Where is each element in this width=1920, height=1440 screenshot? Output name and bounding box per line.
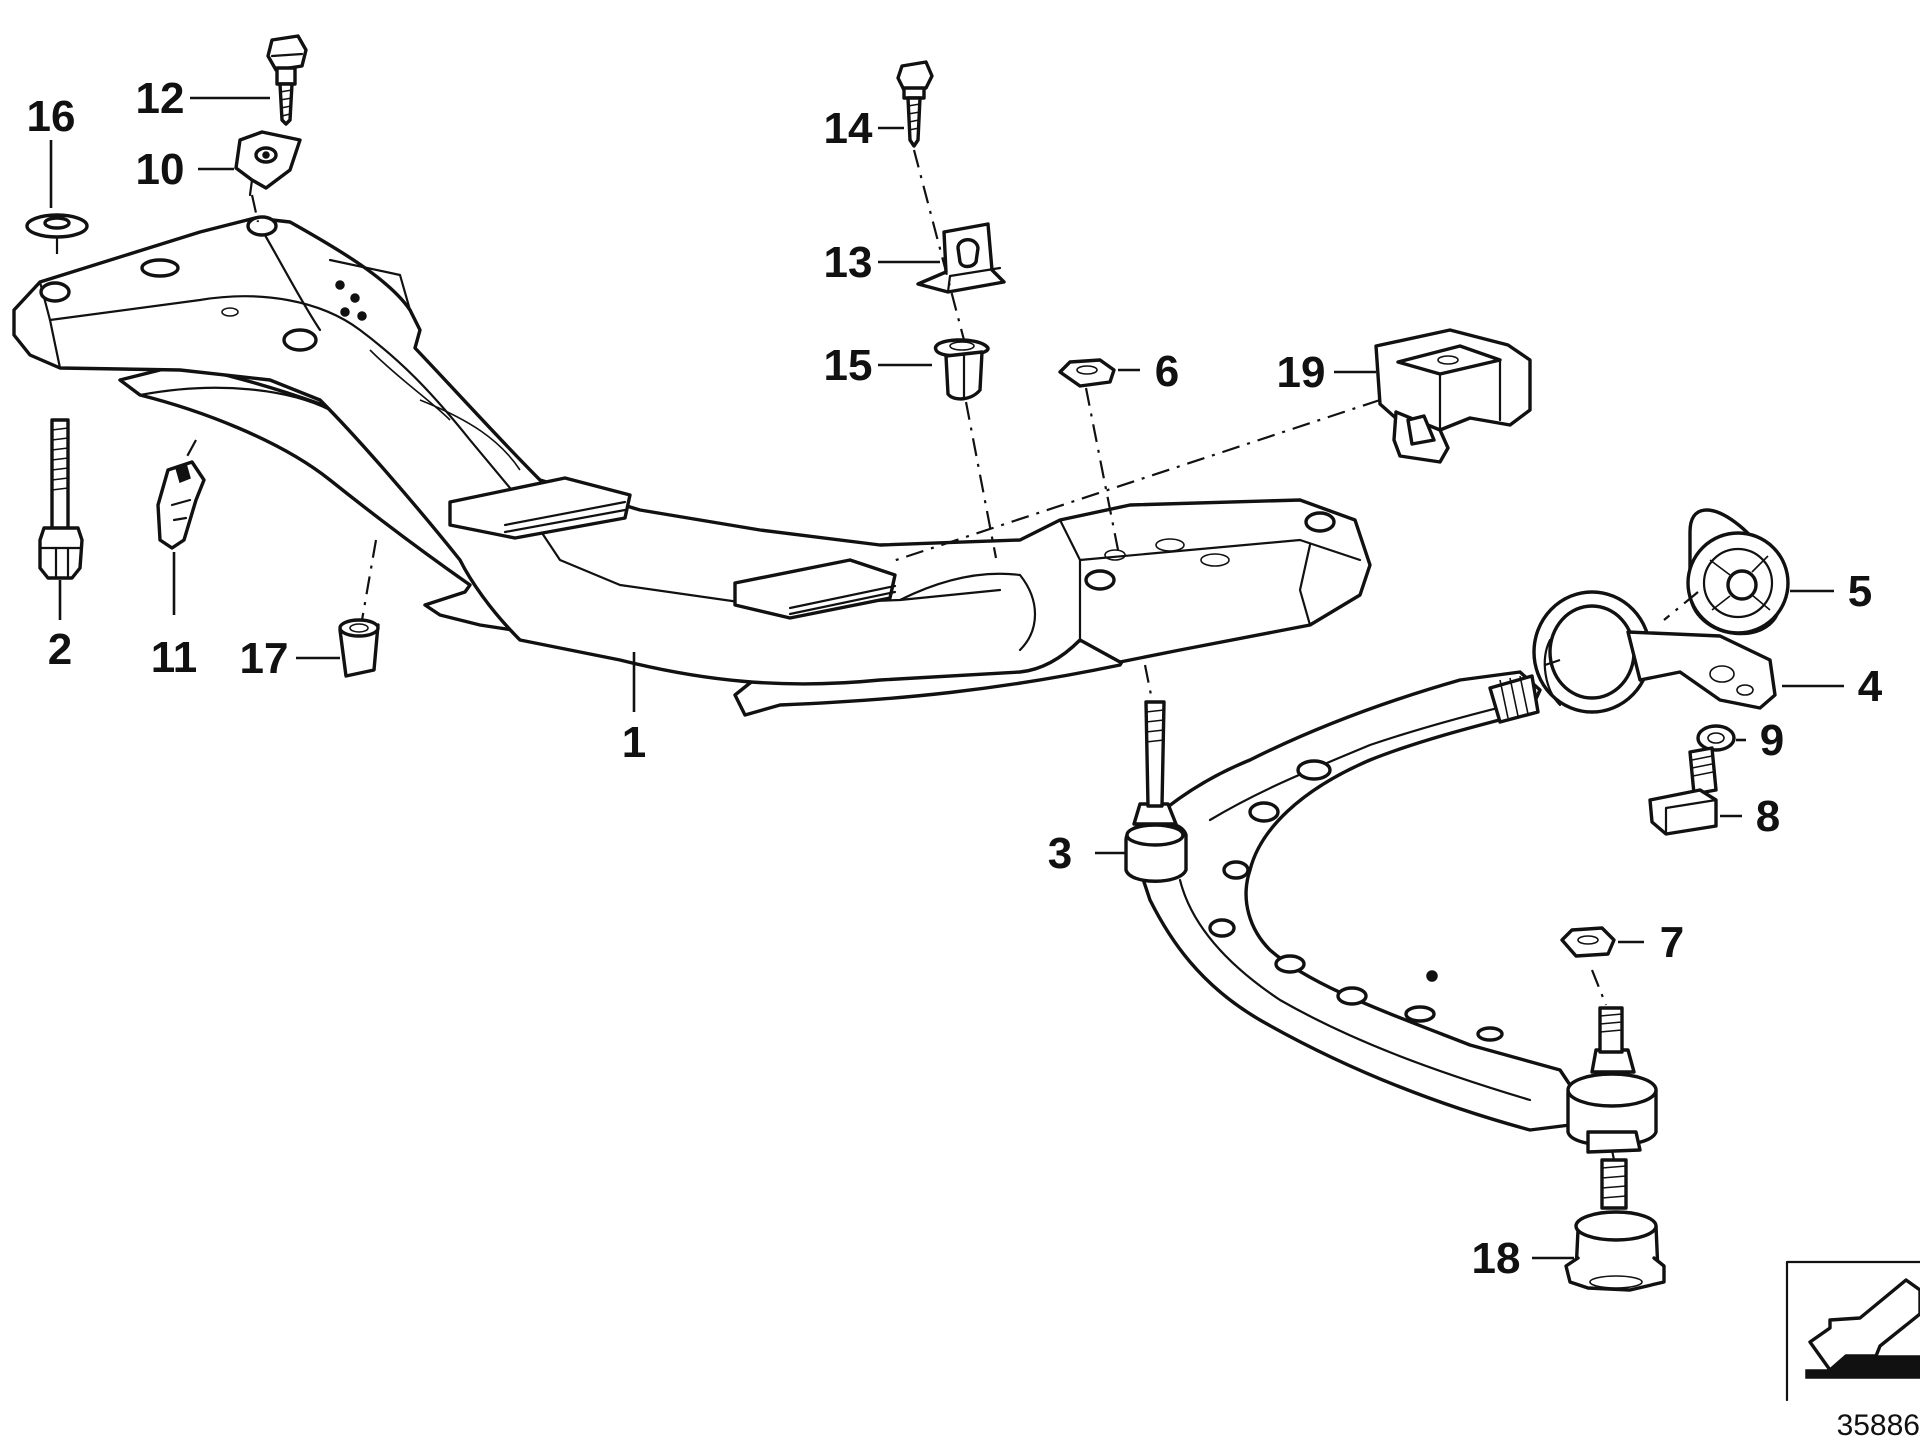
callout-13: 13 [824, 238, 873, 287]
direction-arrow-icon: 35886 [1785, 1260, 1920, 1440]
bracket-part-10 [234, 130, 302, 197]
callout-19: 19 [1277, 348, 1326, 397]
nut-part-6 [1058, 358, 1116, 388]
callout-7: 7 [1660, 918, 1684, 967]
washer-part-9 [1696, 724, 1736, 752]
leader-lines [49, 96, 1844, 1260]
callout-12: 12 [136, 74, 185, 123]
callout-16: 16 [27, 92, 76, 141]
callout-labels: 1 2 3 4 5 6 7 8 9 10 11 12 13 14 15 16 1… [27, 74, 1883, 1283]
assembly-lines [55, 149, 1699, 1161]
clip-part-11 [156, 460, 206, 550]
callout-2: 2 [48, 625, 72, 674]
callout-10: 10 [136, 145, 185, 194]
callout-6: 6 [1155, 347, 1179, 396]
screw-part-14 [896, 60, 934, 148]
mount-bracket-part-19 [1374, 328, 1532, 464]
control-arm-part-3 [1124, 670, 1658, 1154]
callout-11: 11 [151, 633, 198, 682]
plug-nut-part-15 [934, 338, 990, 401]
callout-3: 3 [1048, 829, 1072, 878]
document-number: 35886 [1837, 1409, 1920, 1440]
bushing-part-17 [338, 618, 380, 678]
stud-bolt-part-2 [38, 418, 84, 580]
bolt-part-12 [266, 34, 308, 126]
callout-17: 17 [240, 634, 289, 683]
callout-18: 18 [1472, 1234, 1521, 1283]
callout-1: 1 [622, 718, 646, 767]
callout-5: 5 [1848, 567, 1872, 616]
callout-9: 9 [1760, 716, 1784, 765]
callout-8: 8 [1756, 792, 1780, 841]
axle-carrier [12, 215, 1372, 717]
bracket-part-4 [1532, 590, 1777, 714]
nut-part-7 [1560, 926, 1616, 958]
bolt-part-8 [1648, 746, 1718, 836]
washer-part-16 [25, 213, 89, 239]
bushing-part-5 [1686, 508, 1790, 636]
ball-joint-part-18 [1564, 1158, 1666, 1292]
callout-14: 14 [824, 104, 873, 153]
clamp-part-13 [916, 222, 1006, 294]
callout-15: 15 [824, 341, 873, 390]
callout-4: 4 [1858, 662, 1883, 711]
